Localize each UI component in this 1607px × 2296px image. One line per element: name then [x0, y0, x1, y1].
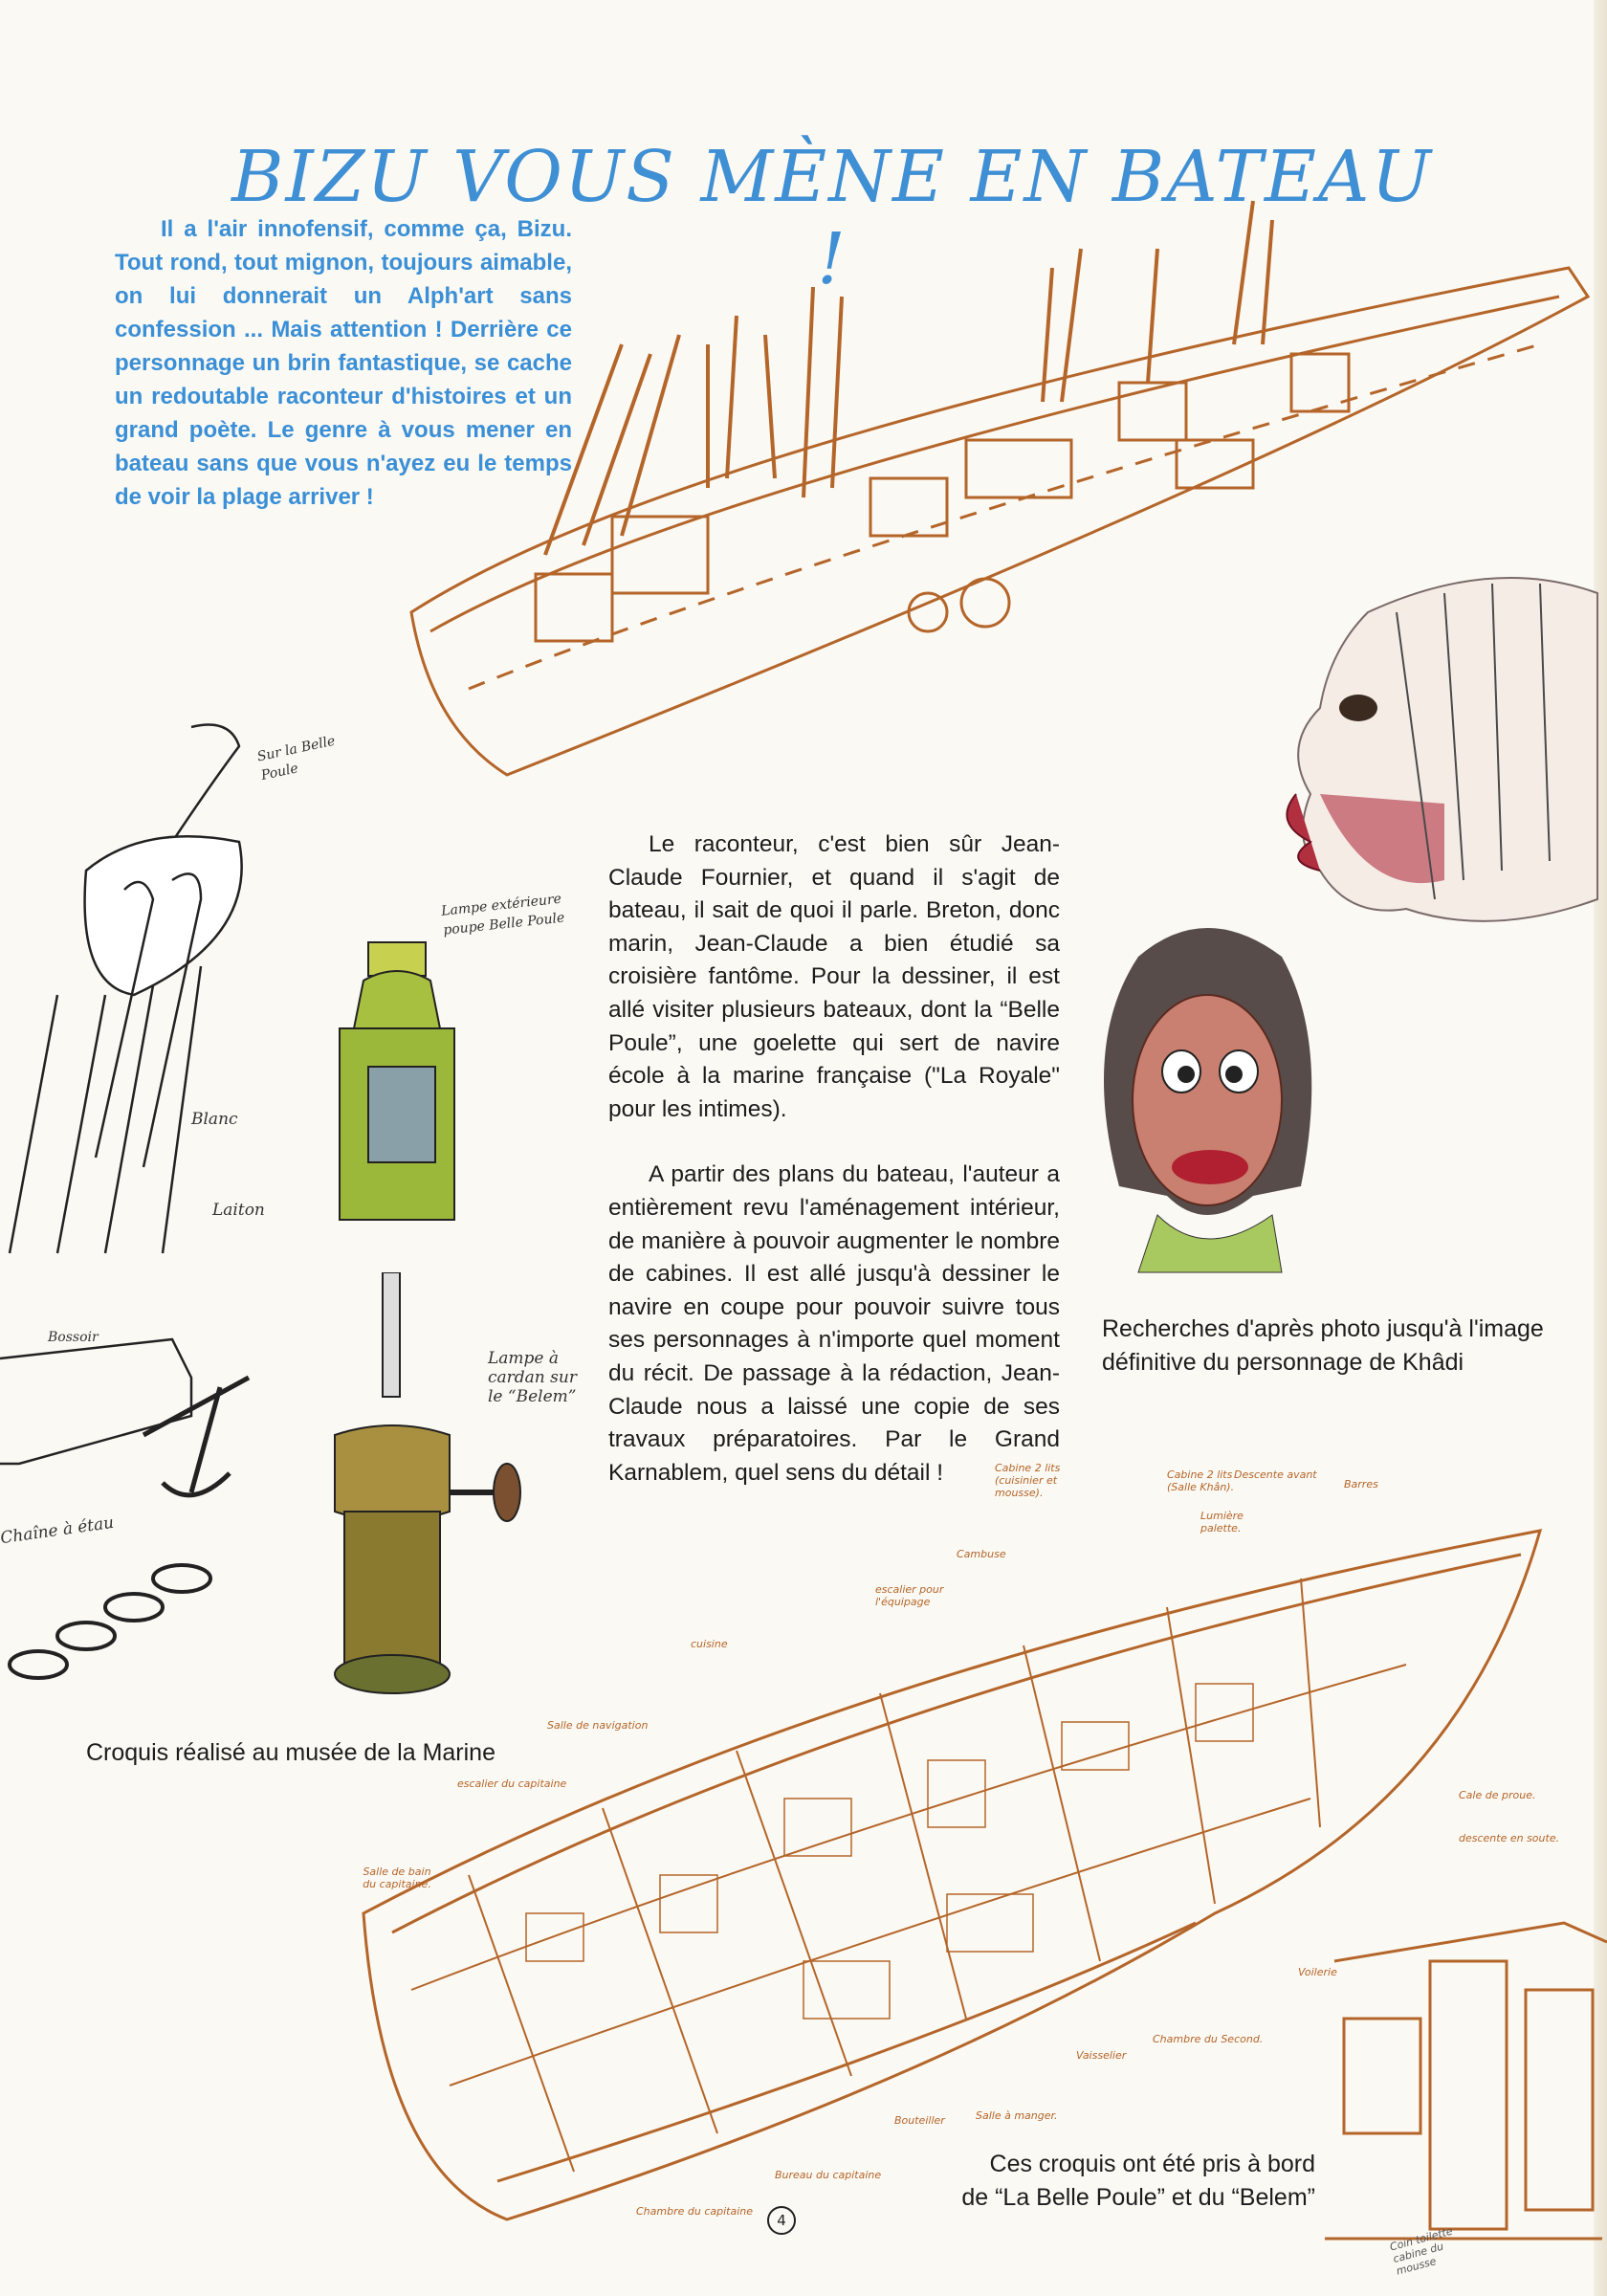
- gimbal-lamp-sketch: [334, 1272, 521, 1694]
- article-paragraph: Le raconteur, c'est bien sûr Jean-Claude…: [608, 831, 1060, 1122]
- ship-cutaway-sketch: [362, 1529, 1543, 2221]
- label-escalier-equipage: escalier pour l'équipage: [875, 1583, 944, 1608]
- note-lampe-exterieure: Lampe extérieure poupe Belle Poule: [440, 891, 566, 938]
- label-descente-avant: Descente avant: [1234, 1468, 1317, 1481]
- label-bureau-capitaine: Bureau du capitaine: [775, 2169, 882, 2181]
- pulley-block-sketch: [8, 723, 243, 1254]
- khadi-profile-sketch: [1286, 577, 1598, 922]
- page-edge-shadow: [1594, 0, 1607, 2296]
- label-descente-soute: descente en soute.: [1459, 1832, 1560, 1844]
- page-number: 4: [767, 2206, 796, 2235]
- intro-text: Il a l'air innofensif, comme ça, Bizu. T…: [115, 216, 572, 510]
- page-title: BIZU VOUS MÈNE EN BATEAU !: [231, 135, 1433, 300]
- ship-deck-sketch: [409, 200, 1591, 777]
- label-barres: Barres: [1344, 1478, 1378, 1490]
- article-paragraph: A partir des plans du bateau, l'auteur a…: [608, 1161, 1060, 1486]
- caption-khadi: Recherches d'après photo jusqu'à l'image…: [1102, 1315, 1544, 1376]
- label-cambuse: Cambuse: [957, 1548, 1006, 1560]
- note-lampe-cardan: Lampe à cardan sur le “Belem”: [488, 1349, 577, 1406]
- khadi-face-sketch: [1104, 928, 1312, 1273]
- label-chambre-second: Chambre du Second.: [1153, 2033, 1264, 2045]
- note-blanc: Blanc: [191, 1110, 238, 1129]
- cabin-interior-sketch: [1325, 1921, 1607, 2241]
- caption-bord: Ces croquis ont été pris à bord de “La B…: [961, 2151, 1315, 2211]
- label-cale-proue: Cale de proue.: [1459, 1789, 1536, 1801]
- label-bouteiller: Bouteiller: [894, 2114, 945, 2127]
- intro-paragraph: Il a l'air innofensif, comme ça, Bizu. T…: [115, 212, 572, 514]
- label-cabine-cuisinier: Cabine 2 lits (cuisinier et mousse).: [995, 1462, 1061, 1499]
- article-body: Le raconteur, c'est bien sûr Jean-Claude…: [608, 828, 1060, 1522]
- label-lumiere: Lumière palette.: [1200, 1510, 1244, 1534]
- note-bossoir: Bossoir: [48, 1330, 99, 1345]
- lantern-sketch: [339, 941, 455, 1221]
- label-voilerie: Voilerie: [1298, 1966, 1337, 1978]
- caption-musee: Croquis réalisé au musée de la Marine: [86, 1739, 495, 1766]
- label-cabine-salle: Cabine 2 lits (Salle Khân).: [1167, 1468, 1235, 1493]
- label-vaisselier: Vaisselier: [1076, 2049, 1127, 2062]
- label-cuisine: cuisine: [691, 1638, 728, 1650]
- label-escalier-capitaine: escalier du capitaine: [457, 1777, 567, 1790]
- label-salle-bain: Salle de bain du capitaine.: [363, 1866, 431, 1890]
- davit-anchor-sketch: [0, 1337, 251, 1680]
- note-laiton: Laiton: [212, 1201, 265, 1220]
- label-salle-manger: Salle à manger.: [976, 2109, 1058, 2122]
- label-salle-navigation: Salle de navigation: [547, 1719, 649, 1732]
- label-chambre-capitaine: Chambre du capitaine: [636, 2205, 754, 2218]
